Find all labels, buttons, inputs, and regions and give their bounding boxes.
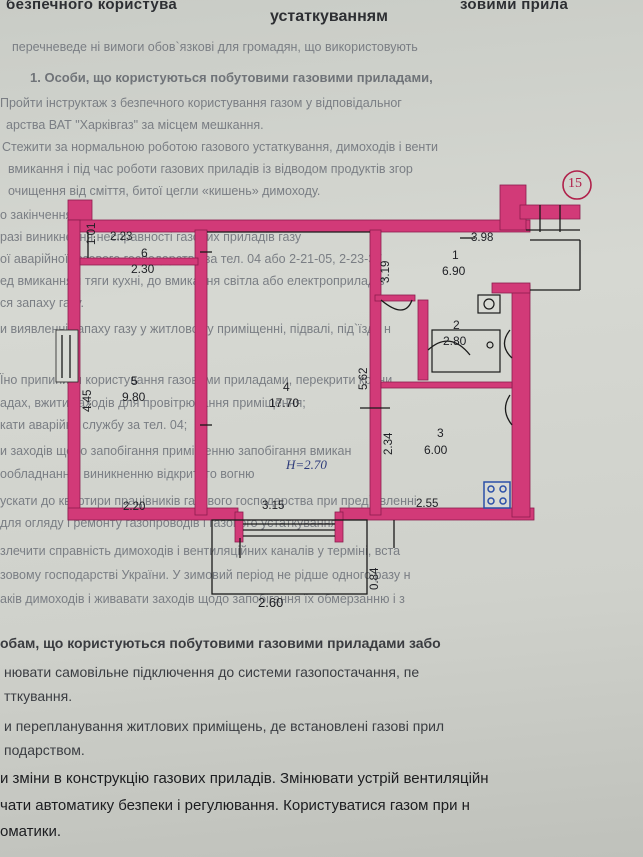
room-number: 2 — [453, 318, 460, 332]
faint-line: кати аварійну службу за тел. 04; — [0, 418, 188, 432]
faint-line: Стежити за нормальною роботою газового у… — [2, 140, 439, 154]
body-line: и перепланування житлових приміщень, де … — [4, 718, 445, 734]
body-line: подарством. — [4, 742, 85, 758]
faint-line: Пройти інструктаж з безпечного користува… — [0, 96, 402, 110]
faint-line: ед вмиканням тяги кухні, до вмикання сві… — [0, 274, 385, 288]
dimension-label: 2.34 — [383, 432, 395, 455]
page-subtitle: устаткуванням — [270, 8, 388, 25]
faint-line: ообладнання, виникненню відкритого вогню — [0, 467, 255, 481]
gas-stove-icon — [483, 481, 511, 509]
faint-line: очищення від сміття, битої цегли «кишень… — [8, 184, 321, 198]
room-number: 4 — [283, 380, 290, 394]
dimension-label: 3.98 — [471, 232, 494, 244]
room-area: 6.90 — [442, 264, 466, 278]
faint-line: вмикання і під час роботи газових прилад… — [8, 162, 413, 176]
page-header-left: безпечного користува — [6, 0, 178, 13]
faint-line: злечити справність димоходів і вентиляці… — [0, 544, 401, 558]
dimension-label: 1.01 — [86, 222, 98, 245]
body-line: чати автоматику безпеки і регулювання. К… — [0, 797, 470, 814]
body-line: и зміни в конструкцію газових приладів. … — [0, 770, 489, 787]
faint-line: ускати до квартири працівників газового … — [0, 494, 417, 508]
section-heading: обам, що користуються побутовими газовим… — [0, 635, 441, 651]
body-line: оматики. — [0, 823, 62, 840]
faint-line: 1. Особи, що користуються побутовими газ… — [30, 70, 433, 85]
page-header-right: зовими прила — [460, 0, 569, 13]
plan-number-circle — [562, 170, 592, 200]
room-number: 3 — [437, 426, 444, 440]
dimension-label: 4.45 — [82, 389, 94, 412]
room-area: 2.80 — [443, 334, 467, 348]
faint-line: арства ВАТ "Харківгаз" за місцем мешканн… — [6, 118, 264, 132]
dimension-label: 3.19 — [380, 260, 392, 283]
room-number: 1 — [452, 248, 459, 262]
faint-line: перечневеде ні вимоги обов`язкові для гр… — [12, 40, 418, 54]
room-area: 9.80 — [122, 390, 146, 404]
faint-line: о закінчення — [0, 208, 73, 222]
faint-line: зовому господарстві України. У зимовий п… — [0, 568, 411, 582]
dimension-label: 3.15 — [262, 500, 285, 512]
plan-number: 15 — [568, 176, 582, 191]
body-line: тткування. — [4, 688, 73, 704]
dimension-label: 0.84 — [369, 567, 381, 590]
bathtub-icon — [431, 329, 501, 373]
dimension-label: 2.20 — [123, 501, 146, 513]
room-area: 6.00 — [424, 443, 448, 457]
dimension-label: 2.55 — [416, 498, 439, 510]
dimension-label: 5.62 — [358, 367, 370, 390]
faint-line: ся запаху газу. — [0, 296, 85, 310]
room-area: 17.70 — [269, 396, 300, 410]
room-number: 6 — [141, 246, 148, 260]
room-number: 5 — [131, 374, 138, 388]
dimension-label: 2.60 — [258, 595, 284, 610]
body-line: нювати самовільне підключення до системи… — [4, 664, 420, 680]
faint-line: аків димоходів і живавати заходів щодо з… — [0, 592, 405, 606]
plan-walls — [55, 184, 581, 543]
plan-ink — [61, 205, 581, 595]
ceiling-height: H=2.70 — [286, 457, 327, 472]
sink-icon — [477, 294, 501, 314]
faint-line: и заходів щодо запобігання приміщенню за… — [0, 444, 352, 458]
dimension-label: 2.23 — [110, 231, 133, 243]
room-area: 2.30 — [131, 262, 155, 276]
